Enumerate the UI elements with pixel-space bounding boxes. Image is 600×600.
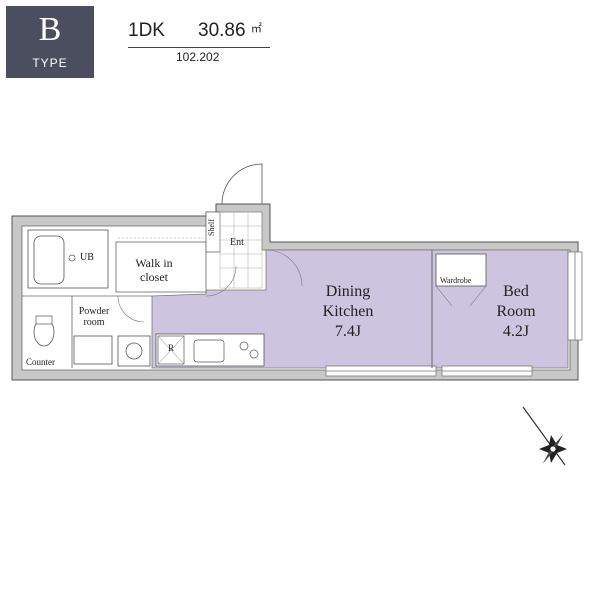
bed-room-label: Bed Room 4.2J: [478, 282, 554, 342]
area-unit: ㎡: [250, 23, 262, 35]
shelf-label: Shelf: [207, 219, 216, 236]
dining-label-line2: Kitchen: [322, 303, 374, 320]
area-value: 30.86: [198, 20, 246, 41]
header-divider: [128, 47, 270, 48]
dining-label-line1: Dining: [325, 283, 371, 300]
powder-line2: room: [83, 317, 105, 328]
bed-label-line2: Room: [496, 303, 536, 320]
entrance-tiles: [219, 211, 263, 289]
layout-label: 1DK: [128, 20, 165, 41]
washer-drain: [125, 342, 143, 360]
kitchen-sink: [193, 339, 225, 363]
compass-rose-icon: [522, 406, 567, 466]
type-letter: B: [38, 11, 62, 48]
entrance-door-swing: [221, 163, 263, 205]
walk-in-closet-label: Walk in closet: [124, 256, 184, 284]
type-badge: B TYPE: [6, 6, 94, 78]
ub-label: UB: [80, 252, 94, 263]
stove-burner-2: [249, 349, 259, 359]
closet-door-swing: [205, 265, 237, 297]
powder-room-label: Powder room: [74, 306, 114, 328]
area-label: 30.86 ㎡: [198, 20, 262, 42]
type-word: TYPE: [32, 56, 68, 70]
bathtub: [33, 235, 65, 285]
counter-label: Counter: [26, 357, 55, 367]
walkin-line2: closet: [140, 270, 168, 284]
powder-door-swing: [117, 295, 145, 323]
unit-code: 102.202: [176, 50, 220, 64]
fridge-label: R: [168, 343, 175, 353]
bed-label-size: 4.2J: [502, 323, 530, 340]
dining-label-size: 7.4J: [334, 323, 362, 340]
dining-kitchen-label: Dining Kitchen 7.4J: [300, 282, 396, 342]
wardrobe-doors: [435, 285, 487, 307]
ent-label: Ent: [230, 237, 244, 248]
wardrobe: [435, 253, 487, 287]
washer-pan: [117, 335, 151, 367]
walk-in-closet: [115, 241, 207, 293]
faucet: [68, 254, 76, 262]
toilet-tank: [35, 315, 53, 325]
walkin-line1: Walk in: [135, 256, 173, 270]
wardrobe-label: Wardrobe: [440, 276, 472, 285]
powder-line1: Powder: [78, 306, 110, 317]
windows: [325, 251, 583, 377]
stove-burner-1: [239, 341, 249, 351]
bed-label-line1: Bed: [503, 283, 529, 300]
vanity-sink: [73, 335, 113, 365]
interior-door-swing: [265, 249, 303, 287]
